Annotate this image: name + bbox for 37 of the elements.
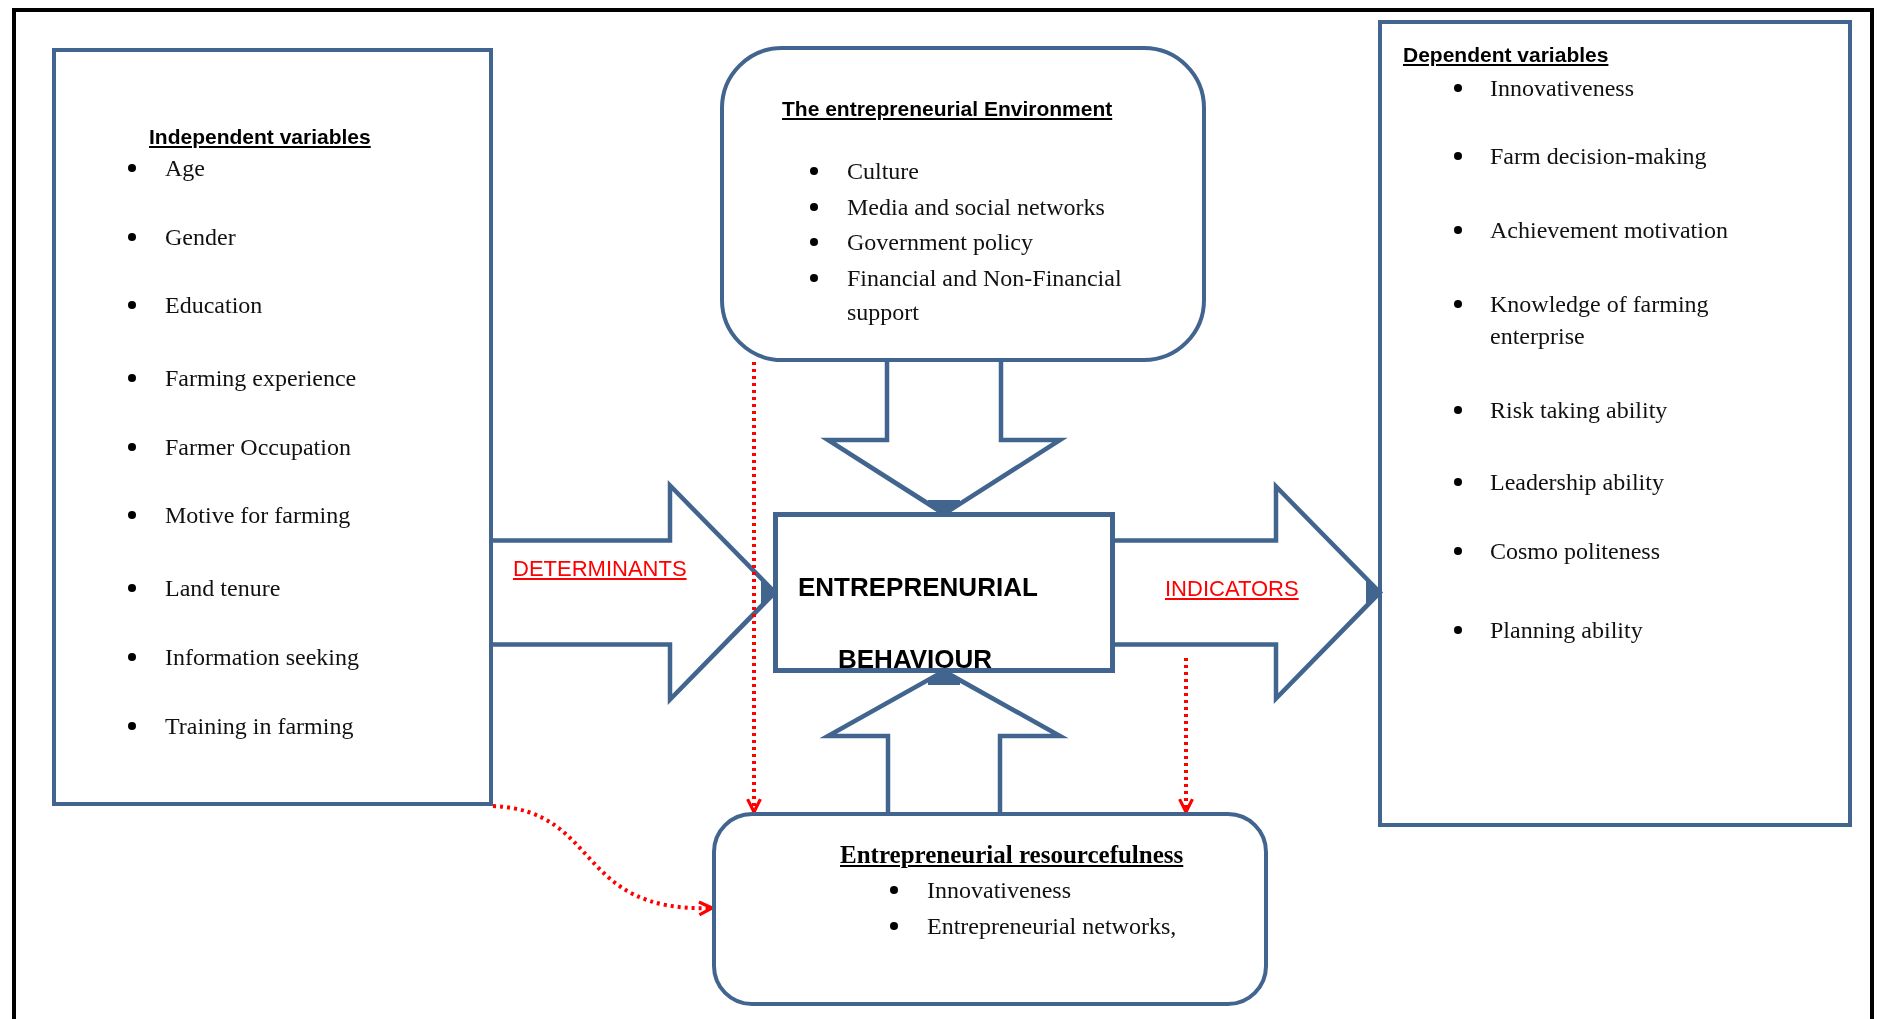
dotted-arrow (492, 804, 714, 916)
list-item: Media and social networks (847, 193, 1106, 222)
list-item: Innovativeness (927, 876, 1072, 905)
list-item: Age (165, 155, 206, 181)
list-heading: Entrepreneurial resourcefulness (840, 841, 1184, 869)
list-item: Financial and Non-Financial support (847, 264, 1123, 327)
list-item: Farmer Occupation (165, 434, 352, 460)
list-item: Leadership ability (1490, 468, 1665, 497)
list-item: Land tenure (165, 575, 282, 601)
list-heading: Dependent variables (1403, 42, 1609, 68)
dotted-arrow (745, 362, 763, 814)
list-item: Culture (847, 157, 920, 186)
rectangle-box (773, 512, 1115, 673)
list-heading: Independent variables (149, 124, 371, 150)
list-item: Gender (165, 224, 237, 250)
list-item: Government policy (847, 228, 1034, 257)
dotted-arrow (1177, 658, 1195, 814)
list-item: Cosmo politeness (1490, 537, 1661, 566)
box-title: ENTREPRENURIAL (798, 571, 1038, 603)
list-heading: The entrepreneurial Environment (782, 96, 1113, 122)
list-item: Innovativeness (1490, 74, 1635, 103)
list-item: Knowledge of farming enterprise (1490, 290, 1710, 351)
list-item: Planning ability (1490, 616, 1644, 645)
list-item: Achievement motivation (1490, 216, 1729, 245)
rectangle-box (52, 48, 493, 806)
rounded-box (712, 812, 1268, 1006)
rectangle-box (1378, 20, 1852, 827)
list-item: Risk taking ability (1490, 396, 1669, 425)
list-item: Farm decision-making (1490, 142, 1708, 171)
rounded-box (720, 46, 1206, 362)
list-item: Training in farming (165, 713, 355, 739)
list-item: Information seeking (165, 644, 360, 670)
list-item: Education (165, 292, 264, 318)
list-item: Motive for farming (165, 502, 352, 528)
list-item: Entrepreneurial networks, (927, 912, 1178, 941)
list-item: Farming experience (165, 365, 358, 391)
box-title: BEHAVIOUR (838, 643, 993, 675)
